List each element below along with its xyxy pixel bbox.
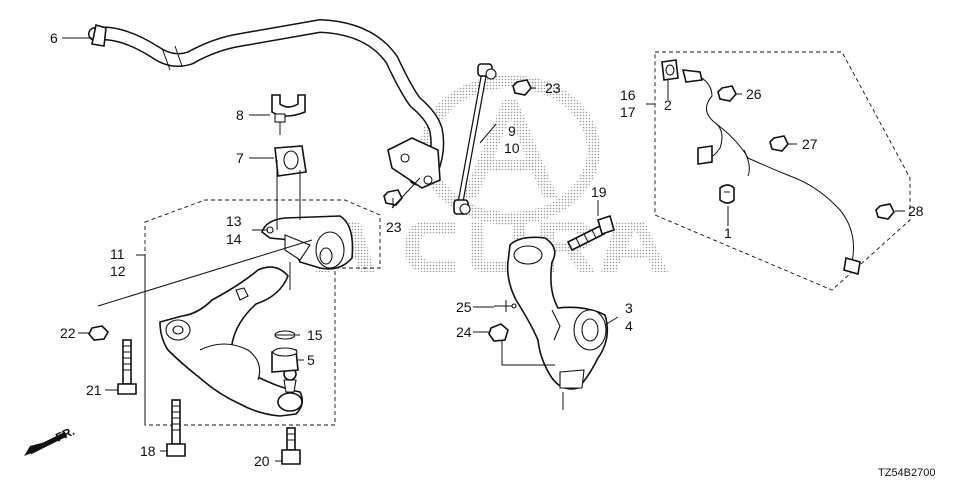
callout-9[interactable]: 9 bbox=[508, 123, 516, 139]
self-locking-nut-upper bbox=[512, 79, 532, 96]
callout-27[interactable]: 27 bbox=[802, 136, 818, 152]
nut-24 bbox=[488, 323, 509, 342]
callout-labels: 6 8 7 9 10 23 23 13 14 11 12 22 21 18 20… bbox=[50, 30, 924, 469]
flange-bolt-19 bbox=[566, 214, 615, 252]
acura-logo-watermark bbox=[420, 75, 600, 225]
callout-12[interactable]: 12 bbox=[110, 263, 126, 279]
ball-joint-boot bbox=[271, 347, 299, 373]
callout-2[interactable]: 2 bbox=[664, 97, 672, 113]
leader-lines bbox=[62, 37, 905, 462]
stabilizer-bushing bbox=[274, 145, 307, 177]
stabilizer-bar bbox=[88, 19, 445, 189]
wheel-sensor-assembly-box bbox=[654, 51, 911, 291]
callout-24[interactable]: 24 bbox=[456, 324, 472, 340]
sensor-connector-2 bbox=[661, 59, 679, 81]
flange-bolt-21 bbox=[117, 339, 137, 395]
acura-wordmark-watermark bbox=[316, 222, 668, 272]
front-direction-label: FR. bbox=[53, 424, 76, 445]
grommet-26 bbox=[717, 85, 737, 102]
clip-1 bbox=[719, 184, 735, 204]
lower-arm-compliance-bushing bbox=[261, 215, 354, 270]
lower-arm-assembly-box bbox=[144, 199, 381, 426]
callout-19[interactable]: 19 bbox=[591, 184, 607, 200]
lower-arm-link-line bbox=[97, 239, 313, 307]
flange-bolt-18 bbox=[166, 399, 186, 457]
front-direction-arrow-icon bbox=[24, 431, 68, 456]
callout-18[interactable]: 18 bbox=[140, 443, 156, 459]
callout-11[interactable]: 11 bbox=[110, 246, 125, 262]
callout-15[interactable]: 15 bbox=[307, 327, 323, 343]
flange-nut-22 bbox=[88, 325, 109, 341]
stabilizer-holder bbox=[271, 94, 306, 135]
callout-20[interactable]: 20 bbox=[254, 453, 270, 469]
bolt-28 bbox=[875, 203, 895, 220]
callout-16[interactable]: 16 bbox=[620, 87, 636, 103]
front-wheel-speed-sensor bbox=[681, 69, 861, 276]
steering-knuckle bbox=[506, 236, 609, 390]
callout-6[interactable]: 6 bbox=[50, 30, 58, 46]
callout-4[interactable]: 4 bbox=[625, 318, 633, 334]
callout-8[interactable]: 8 bbox=[236, 107, 244, 123]
callout-5[interactable]: 5 bbox=[307, 352, 315, 368]
callout-25[interactable]: 25 bbox=[456, 299, 472, 315]
callout-22[interactable]: 22 bbox=[60, 325, 76, 341]
flange-bolt-20 bbox=[281, 427, 301, 465]
callout-28[interactable]: 28 bbox=[908, 203, 924, 219]
diagram-code: TZ54B2700 bbox=[878, 467, 935, 479]
cotter-pin-25 bbox=[494, 300, 517, 312]
self-locking-nut-lower bbox=[383, 189, 403, 206]
callout-23-lower[interactable]: 23 bbox=[386, 219, 402, 235]
ball-joint-snap-ring bbox=[274, 330, 296, 340]
front-lower-arm bbox=[159, 266, 304, 417]
callout-14[interactable]: 14 bbox=[226, 231, 242, 247]
callout-1[interactable]: 1 bbox=[724, 225, 732, 241]
callout-10[interactable]: 10 bbox=[504, 140, 520, 156]
callout-21[interactable]: 21 bbox=[86, 382, 102, 398]
stabilizer-link bbox=[453, 63, 497, 215]
callout-3[interactable]: 3 bbox=[625, 300, 633, 316]
callout-17[interactable]: 17 bbox=[620, 104, 636, 120]
grommet-27 bbox=[769, 135, 789, 152]
callout-7[interactable]: 7 bbox=[236, 150, 244, 166]
callout-23-upper[interactable]: 23 bbox=[545, 80, 561, 96]
callout-13[interactable]: 13 bbox=[226, 213, 242, 229]
callout-26[interactable]: 26 bbox=[746, 86, 762, 102]
